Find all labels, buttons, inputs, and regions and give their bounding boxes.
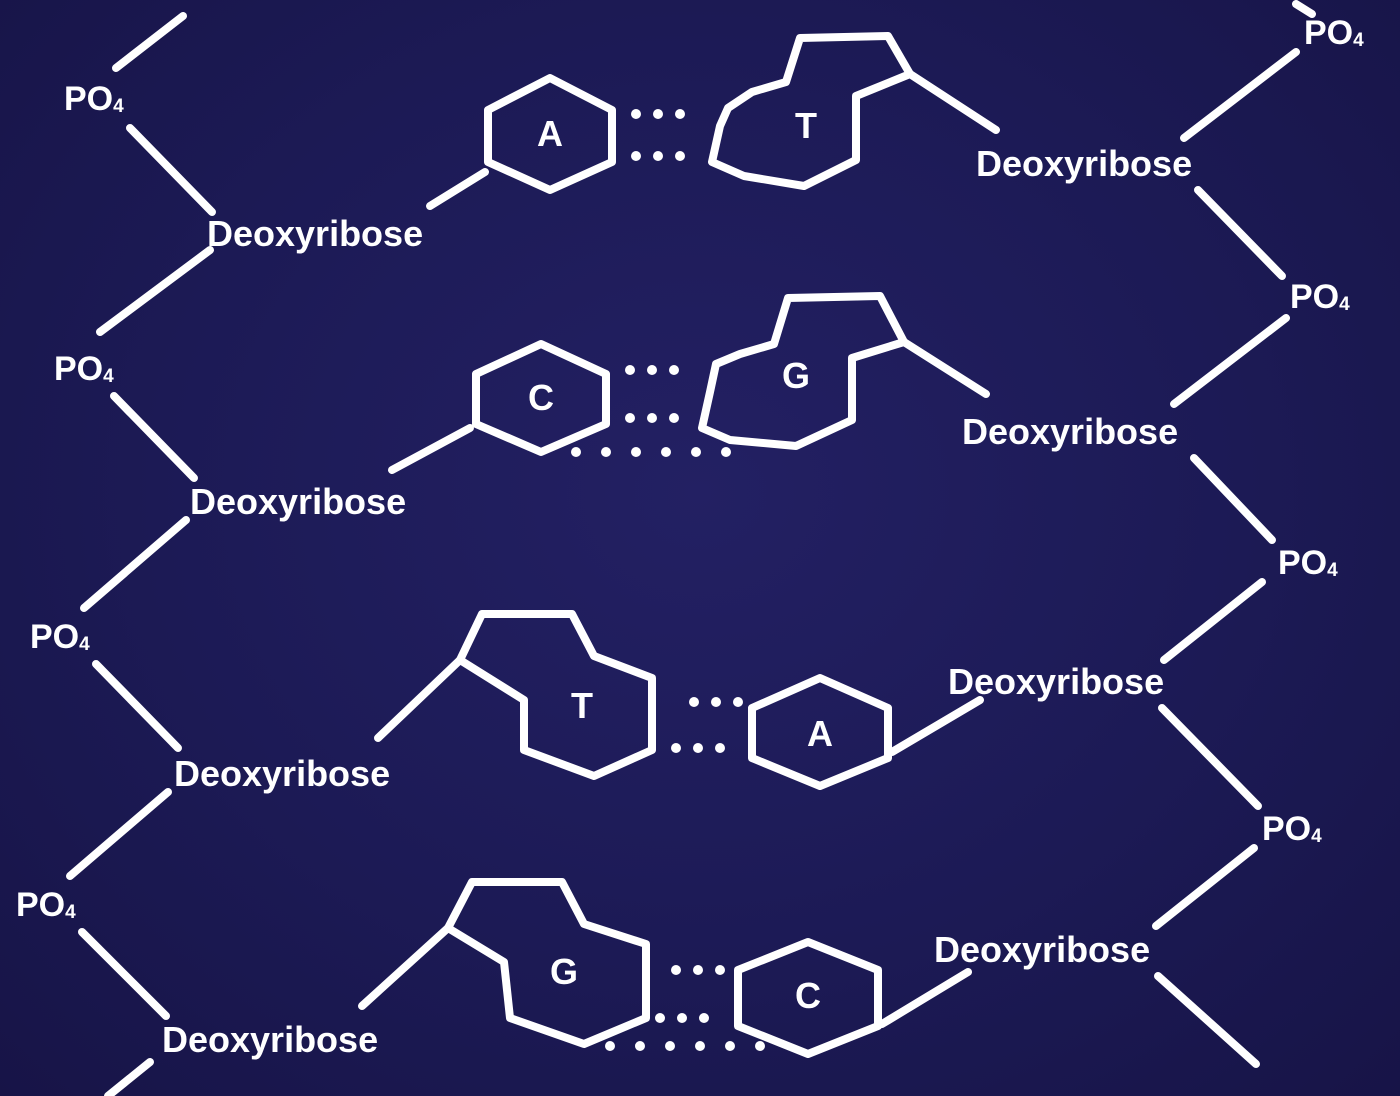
deoxyribose-label: Deoxyribose	[948, 661, 1164, 702]
left-bond	[66, 788, 172, 880]
right-bond	[1292, 0, 1316, 18]
hydrogen-bonds	[571, 365, 731, 457]
pyrimidine-ring	[748, 674, 892, 790]
left-bond	[96, 246, 214, 336]
purine-ring	[698, 292, 908, 450]
deoxyribose-label: Deoxyribose	[162, 1019, 378, 1060]
glycosidic-bond	[358, 924, 452, 1010]
sugar-labels: Deoxyribose Deoxyribose Deoxyribose Deox…	[162, 143, 1192, 1060]
base-letter: T	[571, 685, 593, 726]
phosphate-label: PO4	[54, 350, 114, 388]
phosphate-label: PO4	[16, 886, 76, 924]
phosphate-label: PO4	[30, 618, 90, 656]
phosphate-labels: PO4 PO4 PO4 PO4 PO4 PO4 PO4 PO4	[16, 14, 1364, 924]
base-letter: C	[795, 975, 821, 1016]
right-bond	[1158, 704, 1262, 810]
left-bond	[112, 12, 187, 72]
base-letter: G	[550, 951, 578, 992]
right-bond	[1190, 454, 1276, 544]
left-bond	[92, 660, 182, 752]
glycosidic-bond	[426, 168, 489, 210]
base-pair-2: C G	[388, 292, 990, 474]
phosphate-label: PO4	[1262, 810, 1322, 848]
deoxyribose-label: Deoxyribose	[174, 753, 390, 794]
pyrimidine-ring	[472, 340, 610, 456]
purine-ring	[444, 878, 650, 1048]
glycosidic-bond	[888, 696, 984, 756]
base-pair-1: A T	[426, 32, 1000, 210]
right-bond	[1152, 844, 1258, 930]
purine-ring	[708, 32, 914, 190]
glycosidic-bond	[906, 70, 1000, 134]
phosphate-label: PO4	[64, 80, 124, 118]
right-bond	[1154, 972, 1260, 1068]
right-bond	[1160, 578, 1266, 664]
purine-ring	[456, 610, 656, 780]
base-letter: C	[528, 377, 554, 418]
base-letter: A	[537, 113, 563, 154]
left-bond	[126, 124, 216, 216]
base-pair-3: T A	[374, 610, 984, 790]
left-bond	[104, 1058, 154, 1096]
phosphate-label: PO4	[1290, 278, 1350, 316]
base-letter: T	[795, 105, 817, 146]
glycosidic-bond	[900, 338, 990, 398]
glycosidic-bond	[388, 424, 474, 474]
base-letter: G	[782, 355, 810, 396]
deoxyribose-label: Deoxyribose	[976, 143, 1192, 184]
left-bond	[78, 928, 170, 1020]
deoxyribose-label: Deoxyribose	[934, 929, 1150, 970]
pyrimidine-ring	[734, 938, 882, 1058]
deoxyribose-label: Deoxyribose	[190, 481, 406, 522]
glycosidic-bond	[878, 968, 972, 1028]
left-bond	[80, 516, 190, 612]
deoxyribose-label: Deoxyribose	[962, 411, 1178, 452]
base-pair-4: G C	[358, 878, 972, 1058]
deoxyribose-label: Deoxyribose	[207, 213, 423, 254]
glycosidic-bond	[374, 656, 464, 742]
right-bond	[1194, 186, 1286, 280]
right-bond	[1170, 314, 1290, 408]
right-backbone	[1152, 0, 1316, 1068]
pyrimidine-ring	[484, 74, 616, 194]
phosphate-label: PO4	[1278, 544, 1338, 582]
left-bond	[110, 392, 198, 482]
hydrogen-bonds	[605, 965, 765, 1051]
hydrogen-bonds	[671, 697, 743, 753]
left-backbone	[66, 12, 216, 1096]
base-letter: A	[807, 713, 833, 754]
hydrogen-bonds	[631, 109, 685, 161]
phosphate-label: PO4	[1304, 14, 1364, 52]
right-bond	[1180, 48, 1300, 142]
